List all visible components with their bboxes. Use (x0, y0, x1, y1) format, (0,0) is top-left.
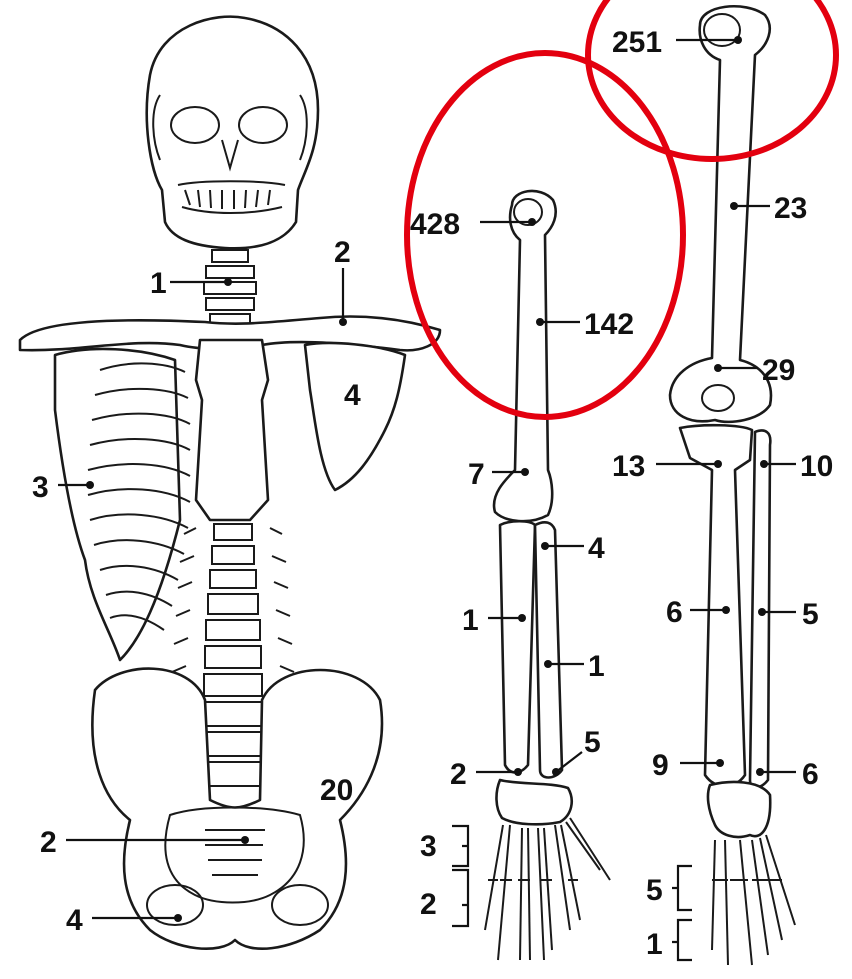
label-toes: 1 (646, 928, 663, 961)
leg-bones (670, 6, 795, 965)
label-tibia-top: 13 (612, 450, 645, 483)
label-scapula: 4 (344, 379, 361, 412)
label-ankle: 6 (802, 758, 819, 791)
label-radius: 1 (588, 650, 605, 683)
label-clavicle: 2 (334, 236, 351, 269)
label-pelvis: 20 (320, 774, 353, 807)
label-radius-distal: 5 (584, 726, 601, 759)
label-femur-shaft: 23 (774, 192, 807, 225)
label-elbow: 7 (468, 458, 485, 491)
thorax (20, 317, 440, 661)
label-fingers: 2 (420, 888, 437, 921)
label-fibula-top: 10 (800, 450, 833, 483)
label-ribs: 3 (32, 471, 49, 504)
label-tibia: 6 (666, 596, 683, 629)
label-patella: 29 (762, 354, 795, 387)
label-fibula: 5 (802, 598, 819, 631)
label-metacarpals: 3 (420, 830, 437, 863)
label-humerus-head: 428 (410, 208, 460, 241)
skull (147, 17, 318, 249)
label-humerus-shaft: 142 (584, 308, 634, 341)
label-radius-top: 4 (588, 532, 605, 565)
label-sacrum: 2 (40, 826, 57, 859)
label-coccyx: 4 (66, 904, 83, 937)
label-tibia-distal: 9 (652, 749, 669, 782)
label-ulna: 1 (462, 604, 479, 637)
pelvis (92, 669, 382, 949)
label-cervical: 1 (150, 267, 167, 300)
label-wrist: 2 (450, 758, 467, 791)
label-femur-head: 251 (612, 26, 662, 59)
arm-bones (485, 191, 610, 960)
label-metatarsals: 5 (646, 874, 663, 907)
